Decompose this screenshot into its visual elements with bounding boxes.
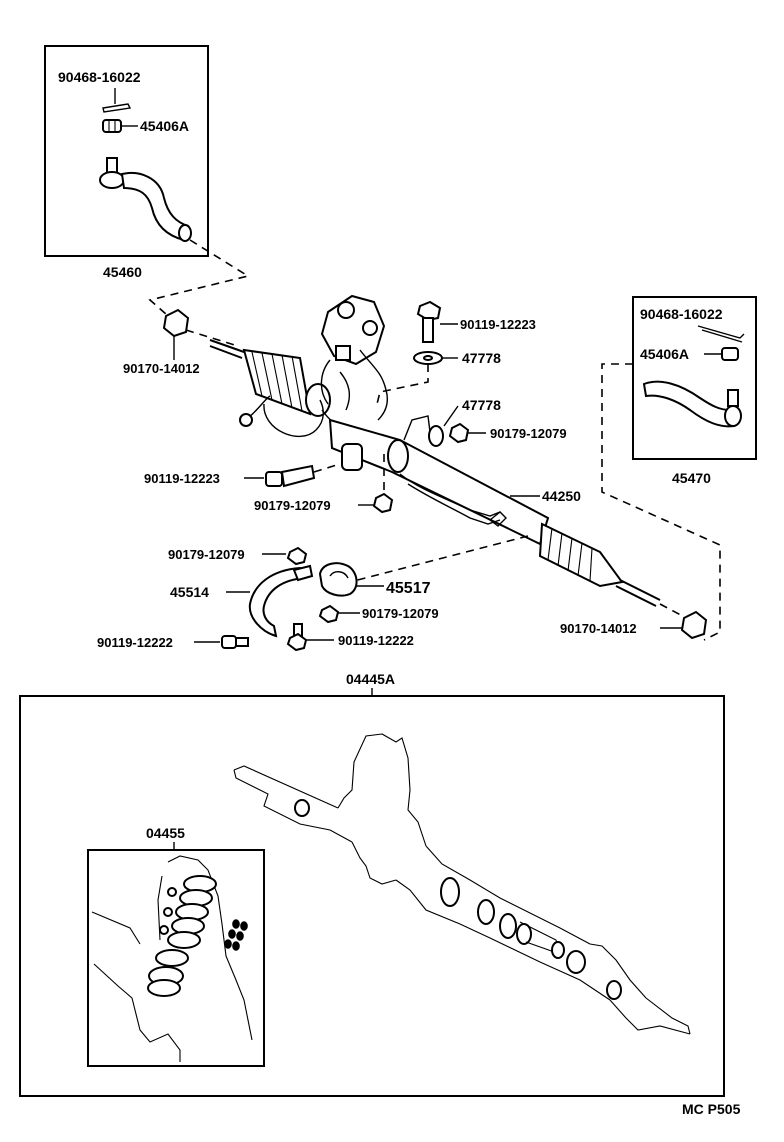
bracket-top-nut-icon — [286, 546, 308, 566]
label-rack-kit[interactable]: 04445A — [346, 671, 395, 687]
seal-kit-parts-icon — [91, 855, 253, 1062]
label-left-tie-rod-end[interactable]: 45460 — [103, 264, 142, 280]
label-left-castle-nut[interactable]: 45406A — [140, 118, 189, 134]
bracket-left-bolt-icon — [221, 635, 249, 649]
left-castle-nut-icon — [102, 119, 122, 133]
left-tie-rod-end-group: 90468-16022 45406A 45460 — [44, 45, 209, 280]
label-top-bolt[interactable]: 90119-12223 — [460, 317, 536, 332]
label-right-castle-nut[interactable]: 45406A — [640, 346, 689, 362]
label-right-tie-rod-end[interactable]: 45470 — [672, 470, 711, 486]
label-mid-washer[interactable]: 47778 — [462, 397, 501, 413]
label-bracket-mid-nut[interactable]: 90179-12079 — [362, 606, 439, 621]
left-tie-end-leader — [148, 239, 251, 323]
bracket-group: 90179-12079 45514 45517 90179-12079 9011… — [97, 546, 439, 652]
bushing-icon — [318, 562, 358, 597]
center-nut-icon — [372, 492, 394, 514]
label-left-mount-bolt[interactable]: 90119-12223 — [144, 471, 220, 486]
label-center-nut[interactable]: 90179-12079 — [254, 498, 331, 513]
left-tie-rod-end-box — [44, 45, 209, 257]
right-tie-rod-end-group: 90468-16022 45406A 45470 — [632, 296, 757, 486]
label-bracket-top-nut[interactable]: 90179-12079 — [168, 547, 245, 562]
label-left-cotter-pin[interactable]: 90468-16022 — [58, 69, 141, 85]
left-mount-bolt-icon — [265, 464, 316, 488]
rack-kit-box — [19, 695, 725, 1097]
bracket-right-bolt-icon — [286, 623, 308, 652]
label-bracket-right-bolt[interactable]: 90119-12222 — [338, 633, 414, 648]
right-castle-nut-icon — [721, 347, 739, 361]
label-seal-kit[interactable]: 04455 — [146, 825, 185, 841]
label-right-lock-nut[interactable]: 90170-14012 — [560, 621, 637, 636]
right-tie-rod-end-box — [632, 296, 757, 460]
right-tie-rod-end-icon — [642, 380, 742, 428]
steering-gear-assembly: 90170-14012 — [123, 294, 708, 640]
rack-housing-icon — [328, 415, 550, 546]
left-lock-nut-icon — [162, 308, 190, 338]
label-gear-assembly[interactable]: 44250 — [542, 488, 581, 504]
label-bracket[interactable]: 45514 — [170, 584, 209, 600]
label-left-lock-nut[interactable]: 90170-14012 — [123, 361, 200, 376]
mid-nut-icon — [448, 422, 470, 444]
left-boot-icon — [242, 348, 331, 417]
rack-kit-group: 04445A 04455 — [19, 671, 725, 1097]
bracket-icon — [248, 564, 314, 638]
right-boot-icon — [538, 522, 624, 588]
rack-housing-outline-icon — [233, 733, 691, 1035]
label-right-cotter-pin[interactable]: 90468-16022 — [640, 306, 723, 322]
label-bracket-left-bolt[interactable]: 90119-12222 — [97, 635, 173, 650]
mid-washer-icon — [428, 425, 444, 447]
page-code: MC P505 — [682, 1101, 741, 1117]
label-mid-nut[interactable]: 90179-12079 — [490, 426, 567, 441]
top-washer-icon — [413, 351, 443, 365]
right-cotter-pin-icon — [697, 325, 745, 343]
right-lock-nut-icon — [680, 610, 708, 640]
seal-kit-box — [87, 849, 265, 1067]
label-top-washer[interactable]: 47778 — [462, 350, 501, 366]
valve-housing-icon — [320, 294, 388, 438]
top-bolt-icon — [416, 300, 442, 343]
label-bushing[interactable]: 45517 — [386, 580, 431, 597]
left-tie-rod-end-icon — [99, 157, 192, 242]
left-cotter-pin-icon — [102, 88, 132, 113]
right-tie-end-leader — [601, 363, 721, 641]
bracket-mid-nut-icon — [318, 604, 340, 624]
